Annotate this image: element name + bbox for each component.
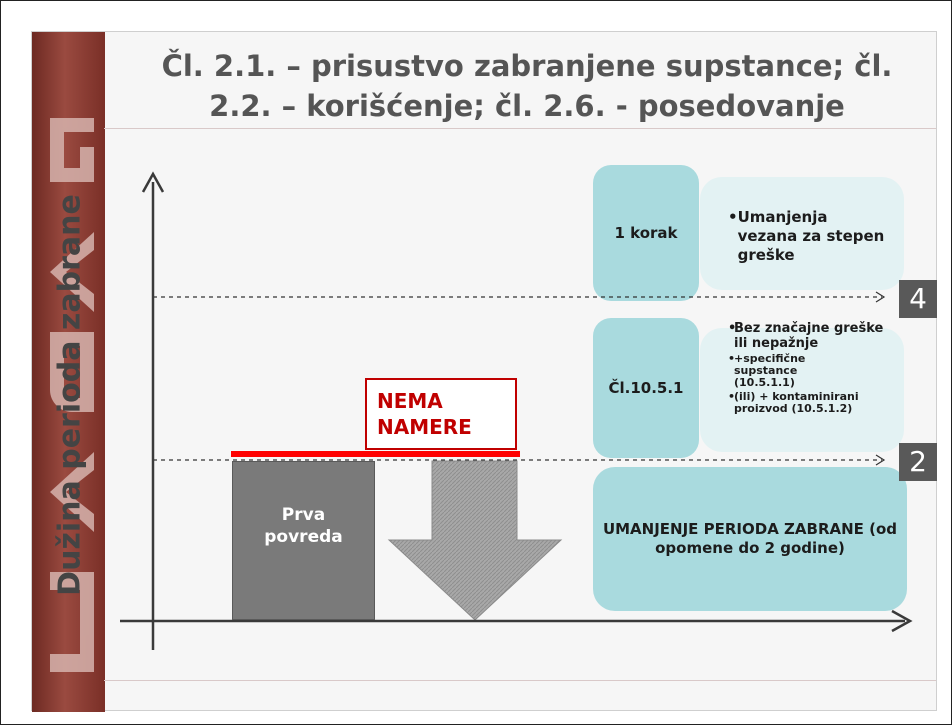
step1-bullet: • Umanjenja vezana za stepen greške bbox=[728, 208, 888, 265]
slide-title: Čl. 2.1. – prisustvo zabranjene supstanc… bbox=[161, 49, 893, 123]
title-divider bbox=[104, 128, 936, 129]
level-2-arrowhead bbox=[875, 454, 886, 466]
level-4-badge: 4 bbox=[899, 280, 937, 318]
first-offense-box: Prva povreda bbox=[232, 461, 375, 620]
adas-logo bbox=[50, 118, 94, 672]
bullet-dot-icon: • bbox=[728, 208, 738, 226]
step1-detail: • Umanjenja vezana za stepen greške bbox=[728, 208, 888, 265]
step2-bullet-2: • +specifične supstance (10.5.1.1) bbox=[728, 353, 898, 389]
step2-bullet-1: • Bez značajne greške ili nepažnje bbox=[728, 321, 898, 351]
first-offense-label: Prva povreda bbox=[264, 505, 343, 547]
x-axis-arrowhead bbox=[891, 609, 913, 633]
step2-bullet-3: • (ili) + kontaminirani proizvod (10.5.1… bbox=[728, 391, 898, 415]
y-axis-arrowhead bbox=[141, 171, 165, 193]
adas-logo-sidebar bbox=[32, 32, 105, 712]
step2-detail: • Bez značajne greške ili nepažnje • +sp… bbox=[728, 321, 898, 415]
umanjenje-box bbox=[593, 467, 907, 611]
step2-bullet-3-text: (ili) + kontaminirani proizvod (10.5.1.2… bbox=[734, 390, 859, 415]
step2-detail-box bbox=[700, 328, 904, 452]
step2-bullet-2-text: +specifične supstance (10.5.1.1) bbox=[734, 352, 806, 389]
bullet-dot-icon: • bbox=[728, 321, 737, 336]
umanjenje-label: UMANJENJE PERIODA ZABRANE (od opomene do… bbox=[602, 520, 898, 557]
step1-bullet-text: Umanjenja vezana za stepen greške bbox=[737, 208, 885, 264]
level-4-arrowhead bbox=[875, 291, 886, 303]
step2-label: Čl.10.5.1 bbox=[608, 379, 684, 397]
level-2-badge: 2 bbox=[899, 443, 937, 481]
step1-label: 1 korak bbox=[614, 224, 678, 242]
y-axis-label: Dužina perioda zabrane bbox=[52, 194, 88, 596]
bullet-dot-icon: • bbox=[728, 390, 736, 403]
footer-divider bbox=[104, 680, 936, 681]
step1-detail-box bbox=[700, 177, 904, 290]
step2-bullet-1-text: Bez značajne greške ili nepažnje bbox=[734, 321, 884, 351]
reduction-arrow bbox=[387, 460, 563, 621]
no-intent-label: NEMA NAMERE bbox=[377, 389, 472, 439]
bullet-dot-icon: • bbox=[728, 352, 736, 365]
step2-label-box bbox=[593, 318, 699, 458]
step1-label-box bbox=[593, 165, 699, 301]
no-intent-box: NEMA NAMERE bbox=[365, 378, 517, 450]
